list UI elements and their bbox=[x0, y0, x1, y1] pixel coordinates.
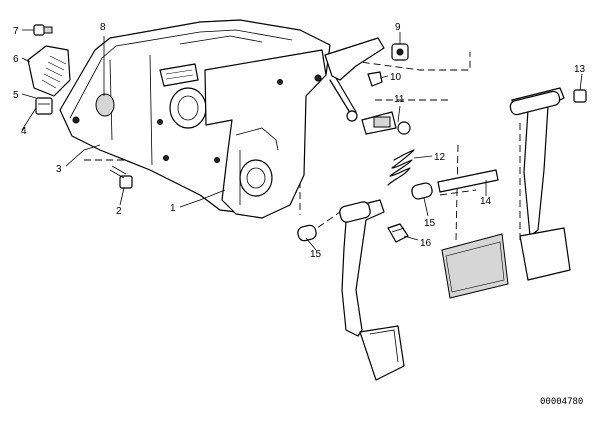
leader-lines bbox=[21, 29, 583, 251]
nut-part-13 bbox=[573, 89, 587, 103]
bushing-part-15-lower bbox=[297, 224, 317, 242]
label-14: 14 bbox=[480, 196, 492, 207]
label-7: 7 bbox=[13, 26, 19, 37]
label-8-left: 8 bbox=[100, 22, 106, 33]
spring-part-12 bbox=[387, 149, 415, 186]
cover-plate bbox=[204, 49, 327, 219]
label-6: 6 bbox=[13, 54, 19, 65]
label-16: 16 bbox=[420, 238, 432, 249]
label-4: 4 bbox=[21, 126, 27, 137]
label-10: 10 bbox=[390, 72, 402, 83]
clip-part-10 bbox=[367, 71, 383, 87]
label-15-upper: 15 bbox=[424, 218, 436, 229]
label-1: 1 bbox=[170, 203, 176, 214]
label-12: 12 bbox=[434, 152, 446, 163]
label-5: 5 bbox=[13, 90, 19, 101]
switch-cluster bbox=[27, 45, 71, 115]
label-9: 9 bbox=[395, 22, 401, 33]
bushing-part-15 bbox=[411, 182, 433, 200]
clip-part-16 bbox=[387, 223, 409, 243]
linkage-arm bbox=[324, 37, 411, 135]
nut-part-8-top bbox=[391, 43, 409, 61]
pedal-pad bbox=[441, 233, 509, 299]
brake-pedal bbox=[339, 199, 405, 381]
label-2: 2 bbox=[116, 206, 122, 217]
drawing-number: 00004780 bbox=[540, 397, 583, 407]
label-3: 3 bbox=[56, 164, 62, 175]
label-15-lower: 15 bbox=[310, 249, 322, 260]
label-11: 11 bbox=[394, 94, 405, 105]
part-labels: 7 6 5 4 3 2 1 8 9 10 11 12 13 14 15 15 1… bbox=[13, 22, 586, 260]
shaft-part-14 bbox=[437, 169, 499, 193]
screw-part-2 bbox=[109, 165, 133, 189]
clutch-pedal bbox=[509, 87, 571, 281]
label-13: 13 bbox=[574, 64, 586, 75]
bolt-part-7 bbox=[33, 24, 53, 36]
